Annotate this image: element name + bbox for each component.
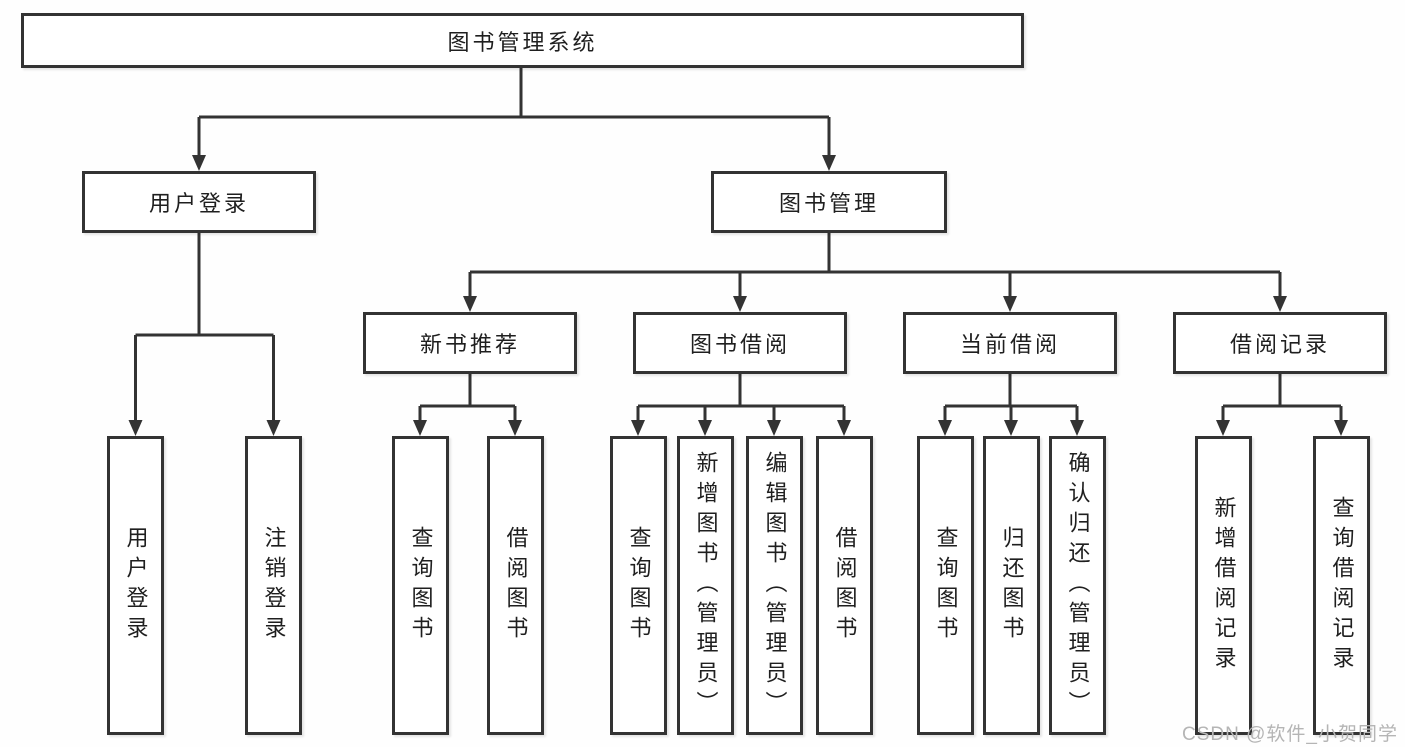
leaf-label: 借阅图书 <box>832 525 858 646</box>
leaf-query-books-recommend: 查询图书 <box>392 436 449 735</box>
leaf-label: 查询借阅记录 <box>1329 495 1355 676</box>
node-borrow-records: 借阅记录 <box>1173 312 1387 374</box>
leaf-add-borrow-record: 新增借阅记录 <box>1195 436 1252 735</box>
leaf-query-borrow-record: 查询借阅记录 <box>1313 436 1370 735</box>
leaf-confirm-return-admin: 确认归还（管理员） <box>1049 436 1106 735</box>
leaf-query-books-borrow: 查询图书 <box>610 436 667 735</box>
node-label: 新书推荐 <box>419 332 520 357</box>
leaf-logout: 注销登录 <box>245 436 302 735</box>
node-user-login: 用户登录 <box>82 171 316 233</box>
leaf-user-login: 用户登录 <box>107 436 164 735</box>
node-label: 图书管理系统 <box>447 29 598 55</box>
leaf-edit-books-admin: 编辑图书（管理员） <box>746 436 803 735</box>
node-label: 当前借阅 <box>959 332 1060 357</box>
leaf-add-books-admin: 新增图书（管理员） <box>677 436 734 735</box>
leaf-label: 用户登录 <box>123 525 149 646</box>
node-current-borrow: 当前借阅 <box>903 312 1117 374</box>
leaf-label: 借阅图书 <box>503 525 529 646</box>
leaf-borrow-books: 借阅图书 <box>816 436 873 735</box>
node-new-book-recommend: 新书推荐 <box>363 312 577 374</box>
leaf-return-books: 归还图书 <box>983 436 1040 735</box>
leaf-label: 注销登录 <box>261 525 287 646</box>
node-label: 用户登录 <box>148 191 249 216</box>
leaf-borrow-books-recommend: 借阅图书 <box>487 436 544 735</box>
leaf-label: 查询图书 <box>408 525 434 646</box>
leaf-label: 查询图书 <box>933 525 959 646</box>
node-book-management: 图书管理 <box>711 171 947 233</box>
node-label: 借阅记录 <box>1229 332 1330 357</box>
node-book-borrow: 图书借阅 <box>633 312 847 374</box>
node-label: 图书借阅 <box>689 332 790 357</box>
leaf-label: 新增借阅记录 <box>1211 495 1237 676</box>
node-root-library-system: 图书管理系统 <box>21 13 1024 68</box>
leaf-query-books-current: 查询图书 <box>917 436 974 735</box>
leaf-label: 新增图书（管理员） <box>693 450 719 721</box>
node-label: 图书管理 <box>778 191 879 216</box>
leaf-label: 查询图书 <box>626 525 652 646</box>
csdn-watermark: CSDN @软件_小贺同学 <box>1182 724 1398 745</box>
leaf-label: 确认归还（管理员） <box>1065 450 1091 721</box>
leaf-label: 编辑图书（管理员） <box>762 450 788 721</box>
leaf-label: 归还图书 <box>999 525 1025 646</box>
